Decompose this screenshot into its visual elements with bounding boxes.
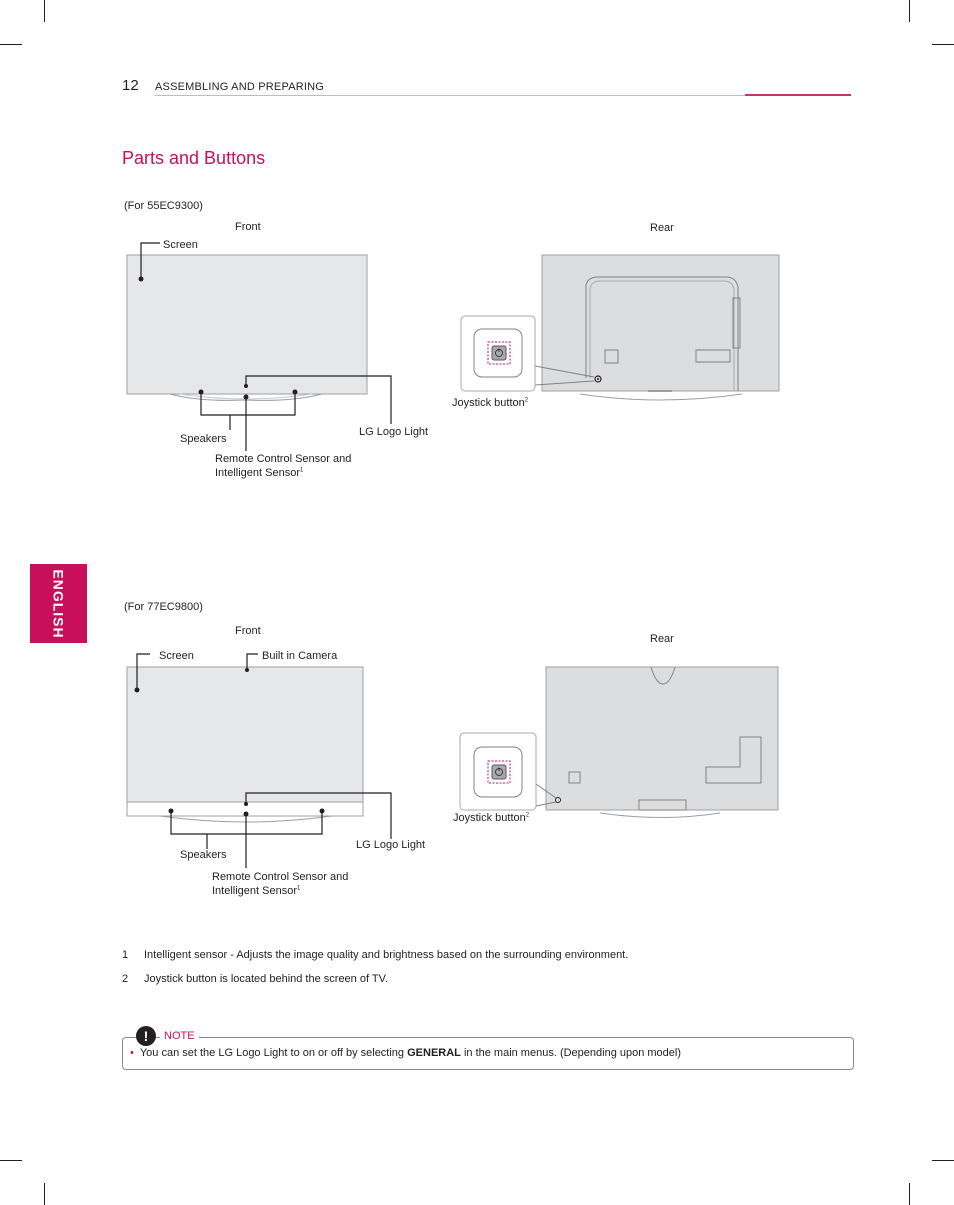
front-label: Front [235,221,261,233]
footnote-text: Intelligent sensor - Adjusts the image q… [144,949,629,961]
model-label: (For 77EC9800) [124,601,203,613]
screen-dot [138,276,144,282]
screen-label: Screen [163,239,198,251]
footnote-text: Joystick button is located behind the sc… [144,973,388,985]
joystick-label-text: Joystick button [453,812,526,824]
crop-mark [909,1183,910,1205]
sensor-label-line1: Remote Control Sensor and [212,871,349,883]
joystick-button [491,764,507,780]
language-tab [30,564,87,643]
tv-rear-panel [541,254,780,392]
rear-hinge [650,666,676,685]
screen-leader [140,242,160,279]
crop-mark [909,0,910,22]
logo-light-label: LG Logo Light [356,839,426,851]
front-label: Front [235,625,261,637]
note-text-before: You can set the LG Logo Light to on or o… [139,1047,408,1059]
joystick-label: Joystick button2 [453,812,529,824]
tv-screen [126,254,368,395]
header-rule [155,95,851,96]
logo-light-leader [245,792,392,839]
crop-mark [44,0,45,22]
rear-label: Rear [650,222,674,234]
note-title: NOTE [160,1030,199,1042]
note-text-after: in the main menus. (Depending upon model… [460,1047,682,1059]
sensor-label-text: Intelligent Sensor [212,885,297,897]
logo-light-label: LG Logo Light [359,426,429,438]
tv-front-diagram-1 [126,242,392,451]
crop-mark [932,1160,954,1161]
rear-port [604,349,619,364]
sensor-label-line2: Intelligent Sensor1 [215,467,303,479]
crop-mark [44,1183,45,1205]
joystick-location [555,797,561,803]
screen-dot [134,687,140,693]
joystick-label-text: Joystick button [452,397,525,409]
crop-mark [932,44,954,45]
footnote-ref: 1 [297,885,301,892]
tv-rear-panel [545,666,779,811]
camera-dot [245,668,249,672]
joystick-location [594,375,602,383]
speakers-label: Speakers [180,849,227,861]
joystick-label: Joystick button2 [452,397,528,409]
sensor-label-line2: Intelligent Sensor1 [212,885,300,897]
sensor-label-line1: Remote Control Sensor and [215,453,352,465]
section-title: ASSEMBLING AND PREPARING [155,81,325,93]
model-label: (For 55EC9300) [124,200,203,212]
note-box [122,1037,854,1070]
page-title: Parts and Buttons [122,148,266,168]
screen-leader [136,653,150,690]
exclamation-icon: ! [136,1026,156,1046]
note-text: • You can set the LG Logo Light to on or … [130,1047,681,1059]
rear-port-panel [705,736,762,784]
bullet-icon: • [130,1047,134,1059]
page-number: 12 [122,77,139,94]
tv-screen [126,666,364,803]
note-text-bold: GENERAL [407,1047,461,1059]
camera-label: Built in Camera [262,650,338,662]
crop-mark [0,1160,22,1161]
camera-leader [246,653,258,670]
tv-rear-diagram-1 [460,254,780,401]
speakers-bracket [200,392,296,416]
footnote-ref: 2 [525,812,530,819]
footnote-number: 2 [122,973,129,985]
screen-label: Screen [159,650,194,662]
logo-light-leader [245,375,392,424]
joystick-button [491,345,507,361]
rear-port [568,771,581,784]
footnote-number: 1 [122,949,129,961]
footnote-ref: 2 [524,397,529,404]
rear-port [695,349,731,363]
rear-label: Rear [650,633,674,645]
sensor-label-text: Intelligent Sensor [215,467,300,479]
header-rule-accent [745,94,851,96]
footnote-ref: 1 [300,467,304,474]
rear-stand-outline [585,276,739,391]
speakers-label: Speakers [180,433,227,445]
tv-rear-diagram-2 [459,666,779,818]
tv-front-diagram-2 [126,653,392,868]
crop-mark [0,44,22,45]
